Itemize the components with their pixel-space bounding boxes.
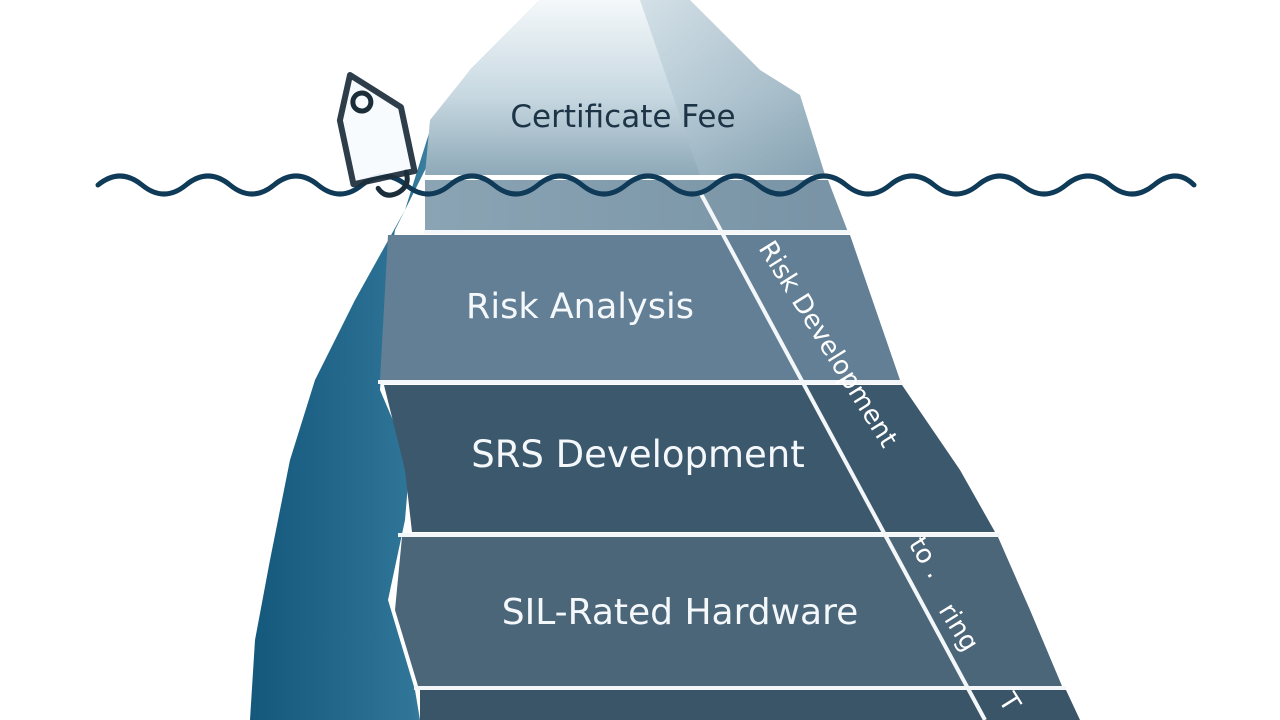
iceberg-tip-right-face <box>640 0 825 175</box>
iceberg-layer-1 <box>380 235 900 380</box>
iceberg-layer-4 <box>420 690 1080 720</box>
layer-label-sil-rated-hardware: SIL-Rated Hardware <box>502 592 859 633</box>
water-line <box>95 173 1197 197</box>
iceberg-waterline-band <box>425 180 848 232</box>
iceberg-layer-2 <box>384 385 995 532</box>
price-tag-icon <box>336 72 418 198</box>
diagonal-divider <box>698 191 987 720</box>
iceberg-layer-3 <box>395 537 1062 686</box>
layer-label-risk-analysis: Risk Analysis <box>466 287 694 327</box>
layer-label-srs-development: SRS Development <box>471 433 805 476</box>
iceberg-left-face <box>250 0 540 720</box>
layer-separators <box>378 230 1066 690</box>
tip-label: Certificate Fee <box>510 99 735 135</box>
